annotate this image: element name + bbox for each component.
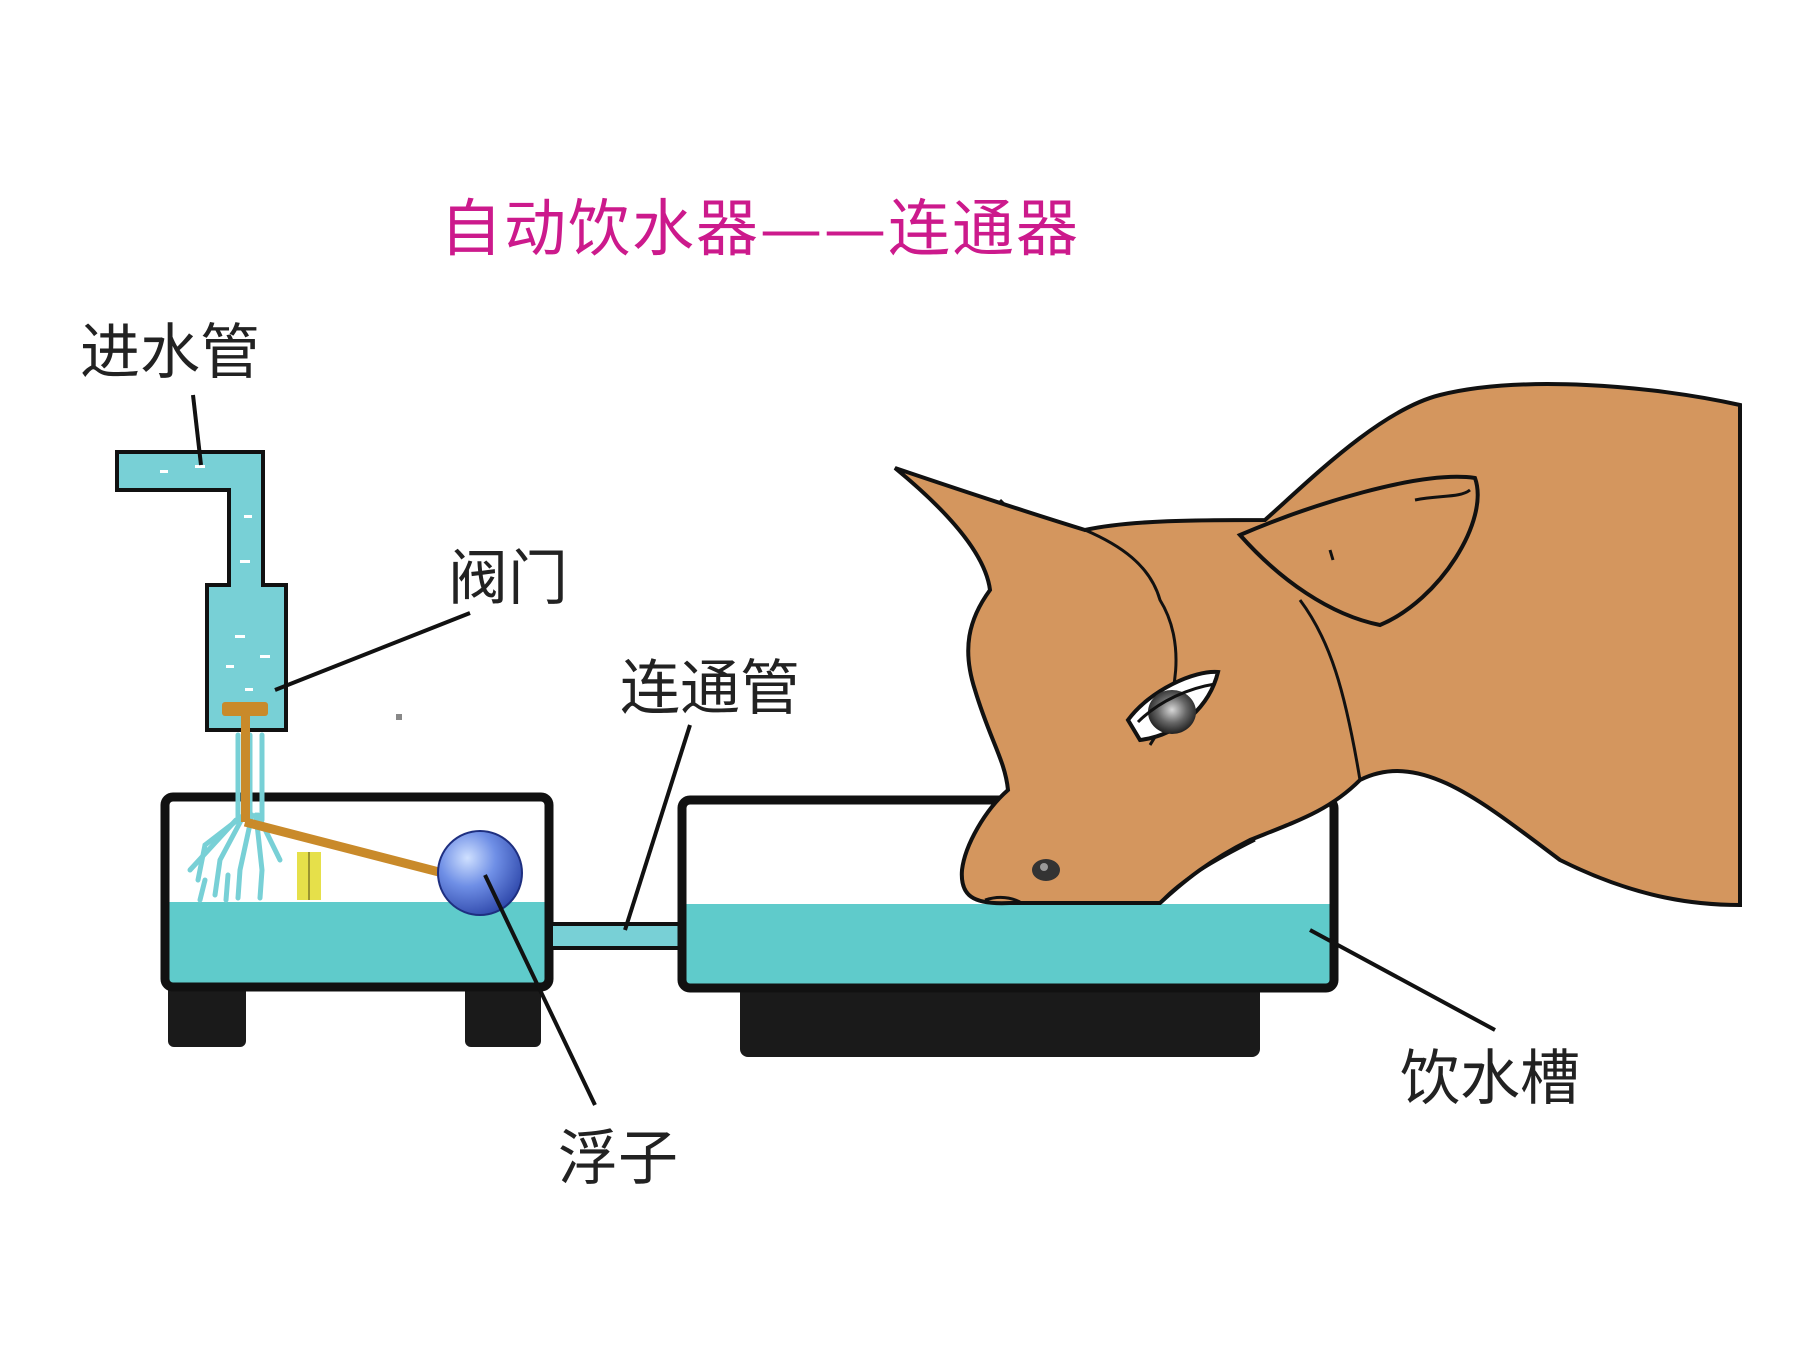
inlet-pipe-body bbox=[115, 450, 288, 732]
cow-head bbox=[893, 382, 1742, 908]
leader-float bbox=[483, 874, 597, 1106]
valve-assembly bbox=[222, 702, 472, 900]
cow-illustration bbox=[893, 382, 1742, 908]
leader-trough bbox=[1309, 928, 1496, 1032]
stray-dot bbox=[396, 714, 402, 720]
page-title: 自动饮水器——连通器 bbox=[440, 192, 1081, 265]
inlet-pipe bbox=[115, 450, 288, 732]
drinking-trough bbox=[677, 795, 1339, 993]
inlet-pipe-bubbles bbox=[160, 465, 270, 691]
connecting-pipe-body bbox=[553, 924, 683, 948]
leader-conn-pipe bbox=[623, 724, 692, 931]
lever-arm bbox=[243, 817, 472, 885]
label-valve: 阀门 bbox=[448, 544, 568, 614]
valve-plate bbox=[222, 702, 268, 716]
leader-valve bbox=[274, 611, 471, 692]
cow-ear-mark bbox=[1414, 488, 1471, 502]
cow-cheek-line bbox=[1298, 599, 1362, 781]
left-tank-leg-left bbox=[168, 985, 246, 1047]
leader-lines bbox=[191, 394, 1496, 1106]
label-drinking-trough: 饮水槽 bbox=[1400, 1044, 1580, 1114]
water-spray bbox=[187, 732, 283, 903]
left-tank-leg-right bbox=[465, 985, 541, 1047]
cow-forehead-mark-1 bbox=[998, 498, 1007, 507]
trough-water bbox=[685, 904, 1330, 986]
label-connecting-pipe: 连通管 bbox=[620, 654, 800, 724]
cow-nostril-highlight bbox=[1040, 863, 1048, 871]
cow-ear-right bbox=[1236, 474, 1480, 628]
cow-forehead-mark-2 bbox=[1328, 549, 1335, 561]
valve-stem bbox=[241, 714, 250, 822]
leader-inlet-pipe bbox=[191, 394, 203, 466]
left-tank-legs bbox=[168, 985, 541, 1047]
cow-eye bbox=[1125, 669, 1221, 743]
cow-jaw-line bbox=[1158, 838, 1256, 904]
float-ball bbox=[437, 830, 523, 916]
label-inlet-pipe: 进水管 bbox=[80, 318, 260, 388]
left-tank-body bbox=[160, 792, 554, 992]
label-float: 浮子 bbox=[558, 1124, 678, 1194]
trough-base bbox=[740, 985, 1260, 1057]
cow-mouth bbox=[984, 895, 1021, 904]
connecting-pipe bbox=[553, 922, 683, 950]
